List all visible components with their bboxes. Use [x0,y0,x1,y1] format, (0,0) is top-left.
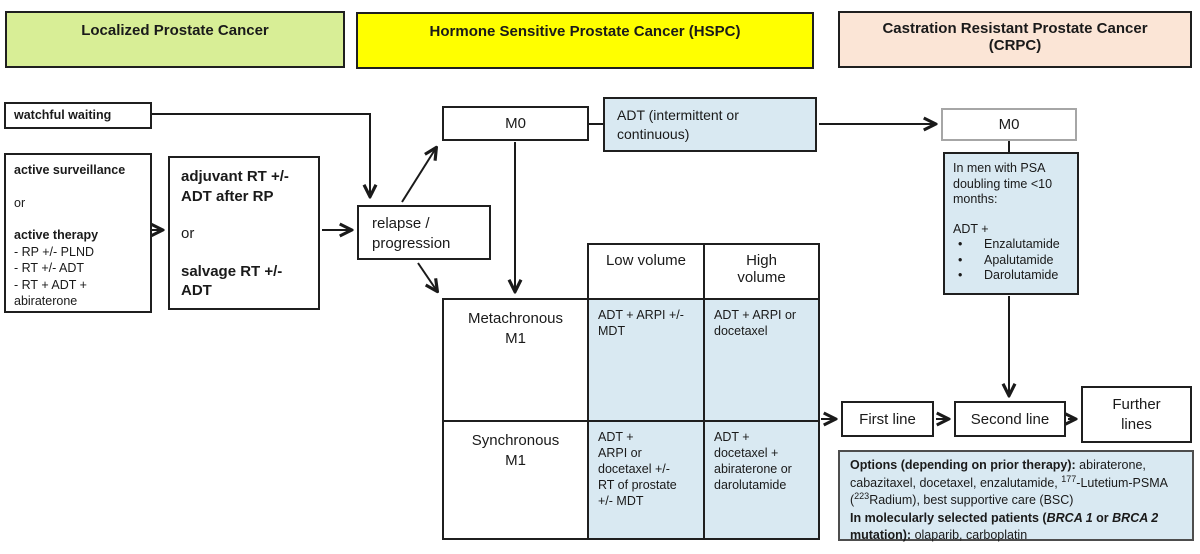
bullet-apalutamide: Apalutamide [984,252,1054,267]
psa-intro-text: In men with PSA doubling time <10 months… [953,161,1053,206]
active-surveillance-label: active surveillance [14,163,126,177]
options-drugs-2: -Lutetium-PSMA ( [850,475,1168,508]
adt-intermittent-label: ADT (intermittent or continuous) [617,107,739,142]
first-line-box: First line [841,401,934,437]
options-drugs-3: Radium), best supportive care (BSC) [869,493,1074,507]
watchful-waiting-box: watchful waiting [4,102,152,129]
m0-hspc-label: M0 [505,115,526,132]
options-drugs-1: abiraterone, cabazitaxel, docetaxel, enz… [850,458,1146,490]
cell-metachronous-high: ADT + ARPI or docetaxel [703,298,820,422]
cell-synchronous-low-text: ADT + ARPI or docetaxel +/- RT of prosta… [598,430,677,508]
cell-metachronous-high-text: ADT + ARPI or docetaxel [714,308,797,338]
header-hspc: Hormone Sensitive Prostate Cancer (HSPC) [356,12,814,69]
therapy-options-list: - RP +/- PLND - RT +/- ADT - RT + ADT + … [14,244,94,309]
bullet-icon: • [958,268,963,282]
or-label: or [181,225,195,242]
table-row-metachronous-label: Metachronous M1 [442,298,589,422]
low-volume-label: Low volume [605,252,687,269]
radium-isotope-sup: 223 [854,490,870,501]
m0-crpc-box: M0 [941,108,1077,141]
or-label: or [14,195,26,210]
active-therapy-label: active therapy [14,228,99,242]
relapse-progression-label: relapse / progression [372,215,451,252]
header-localized: Localized Prostate Cancer [5,11,345,68]
header-hspc-label: Hormone Sensitive Prostate Cancer (HSPC) [429,23,741,40]
high-volume-label: High volume [737,252,786,286]
cell-synchronous-low: ADT + ARPI or docetaxel +/- RT of prosta… [587,420,705,540]
options-bold-leadin: Options (depending on prior therapy): [850,458,1076,472]
header-crpc: Castration Resistant Prostate Cancer (CR… [838,11,1192,68]
cell-metachronous-low-text: ADT + ARPI +/- MDT [598,308,684,338]
m0-crpc-label: M0 [998,116,1020,133]
further-lines-box: Further lines [1081,386,1192,443]
adt-plus-label: ADT + [953,221,989,236]
list-item: • Darolutamide [953,268,1075,284]
table-header-low-volume: Low volume [587,243,705,300]
list-item: • Enzalutamide [953,237,1075,253]
header-crpc-label: Castration Resistant Prostate Cancer (CR… [882,20,1148,54]
second-line-label: Second line [970,410,1050,428]
list-item: • Apalutamide [953,253,1075,269]
first-line-label: First line [859,410,916,428]
molecular-drugs: olaparib, carboplatin [911,528,1028,542]
brca2-label: BRCA 2 [1112,510,1159,525]
adjuvant-rt-label: adjuvant RT +/- ADT after RP [181,168,289,205]
metachronous-m1-label: Metachronous M1 [467,310,564,347]
lutetium-isotope-sup: 177 [1061,473,1077,484]
cell-synchronous-high: ADT + docetaxel + abiraterone or darolut… [703,420,820,540]
salvage-rt-label: salvage RT +/- ADT [181,262,283,300]
mutation-label: mutation): [850,528,912,542]
m0-hspc-box: M0 [442,106,589,141]
adjuvant-salvage-box: adjuvant RT +/- ADT after RP or salvage … [168,156,320,310]
cell-synchronous-high-text: ADT + docetaxel + abiraterone or darolut… [714,430,792,492]
header-localized-label: Localized Prostate Cancer [81,22,269,39]
molecular-or: or [1092,510,1113,525]
adt-intermittent-box: ADT (intermittent or continuous) [603,97,817,152]
further-lines-label: Further lines [1112,395,1161,433]
watchful-waiting-label: watchful waiting [14,108,112,122]
synchronous-m1-label: Synchronous M1 [471,432,560,469]
active-surveillance-box: active surveillance or active therapy - … [4,153,152,313]
molecular-leadin: In molecularly selected patients ( [850,510,1047,525]
psa-doubling-box: In men with PSA doubling time <10 months… [943,152,1079,295]
options-box: Options (depending on prior therapy): ab… [838,450,1194,542]
relapse-progression-box: relapse / progression [357,205,491,260]
options-line-1: Options (depending on prior therapy): ab… [850,457,1184,510]
options-line-2: In molecularly selected patients (BRCA 1… [850,510,1184,545]
cell-metachronous-low: ADT + ARPI +/- MDT [587,298,705,422]
table-row-synchronous-label: Synchronous M1 [442,420,589,540]
bullet-icon: • [958,252,963,267]
bullet-darolutamide: Darolutamide [984,268,1059,282]
table-header-high-volume: High volume [703,243,820,300]
brca1-label: BRCA 1 [1046,510,1093,525]
bullet-icon: • [958,237,963,251]
bullet-enzalutamide: Enzalutamide [984,237,1060,251]
second-line-box: Second line [954,401,1066,437]
